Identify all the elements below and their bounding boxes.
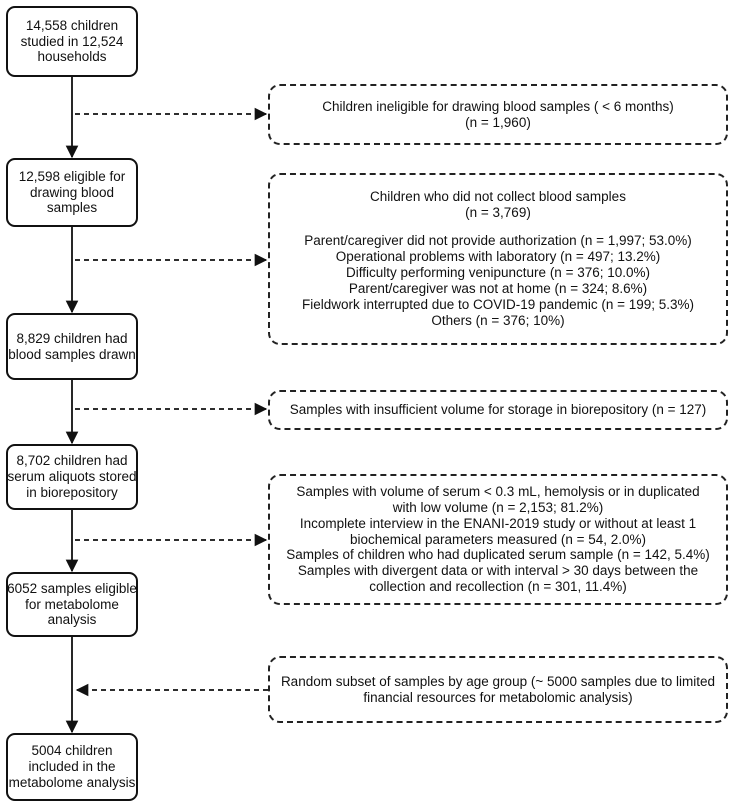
step-line: in biorepository	[26, 484, 118, 500]
exclusion-random-subset: Random subset of samples by age group (~…	[268, 656, 728, 723]
exclusion-title: Samples with insufficient volume for sto…	[289, 402, 707, 418]
step-line: 6052 samples eligible	[7, 580, 137, 596]
exclusion-ineligible: Children ineligible for drawing blood sa…	[268, 84, 728, 145]
exclusion-reason: Parent/caregiver did not provide authori…	[304, 233, 692, 249]
exclusion-not-collected: Children who did not collect blood sampl…	[268, 173, 728, 345]
step-blood-drawn: 8,829 children had blood samples drawn	[6, 313, 138, 380]
step-metabolome-eligible: 6052 samples eligible for metabolome ana…	[6, 572, 138, 637]
exclusion-reason: Others (n = 376; 10%)	[431, 312, 565, 328]
step-line: serum aliquots stored	[7, 469, 137, 485]
step-line: 5004 children	[31, 743, 113, 759]
exclusion-title: Children ineligible for drawing blood sa…	[322, 98, 674, 114]
exclusion-reason: Fieldwork interrupted due to COVID-19 pa…	[301, 296, 695, 312]
exclusion-count: (n = 3,769)	[465, 205, 531, 221]
exclusion-reason: biochemical parameters measured (n = 54,…	[349, 531, 647, 547]
exclusion-reason: Difficulty performing venipuncture (n = …	[345, 265, 651, 280]
exclusion-reason: Samples with divergent data or with inte…	[297, 563, 699, 579]
step-included: 5004 children included in the metabolome…	[6, 733, 138, 801]
exclusion-reason: Incomplete interview in the ENANI-2019 s…	[299, 515, 697, 531]
step-serum-stored: 8,702 children had serum aliquots stored…	[6, 444, 138, 510]
exclusion-reason: collection and recollection (n = 301, 11…	[369, 579, 627, 595]
step-line: metabolome analysis	[8, 774, 136, 790]
step-line: studied in 12,524	[20, 33, 124, 49]
step-eligible-blood: 12,598 eligible for drawing blood sample…	[6, 158, 138, 227]
exclusion-reason: Samples of children who had duplicated s…	[286, 547, 710, 563]
exclusion-reason: with low volume (n = 2,153; 81.2%)	[392, 499, 604, 515]
step-line: blood samples drawn	[8, 346, 136, 362]
exclusion-title: Random subset of samples by age group (~…	[280, 673, 716, 689]
step-line: 8,702 children had	[16, 453, 128, 469]
step-line: for metabolome	[25, 596, 119, 612]
step-line: 8,829 children had	[16, 330, 128, 346]
step-line: 14,558 children	[25, 17, 119, 33]
step-children-studied: 14,558 children studied in 12,524 househ…	[6, 6, 138, 77]
exclusion-insufficient-volume: Samples with insufficient volume for sto…	[268, 390, 728, 430]
step-line: samples	[46, 200, 98, 216]
exclusion-reason: Samples with volume of serum < 0.3 mL, h…	[296, 483, 700, 499]
step-line: analysis	[47, 612, 97, 628]
step-line: included in the	[28, 759, 116, 775]
exclusion-title: financial resources for metabolomic anal…	[363, 689, 633, 705]
step-line: drawing blood	[29, 184, 115, 200]
exclusion-title: Children who did not collect blood sampl…	[370, 189, 626, 205]
exclusion-count: (n = 1,960)	[465, 114, 531, 130]
step-line: households	[37, 49, 107, 65]
exclusion-reason: Operational problems with laboratory (n …	[335, 249, 661, 265]
exclusion-excluded-samples: Samples with volume of serum < 0.3 mL, h…	[268, 474, 728, 605]
step-line: 12,598 eligible for	[18, 168, 126, 184]
exclusion-reason: Parent/caregiver was not at home (n = 32…	[348, 280, 648, 296]
